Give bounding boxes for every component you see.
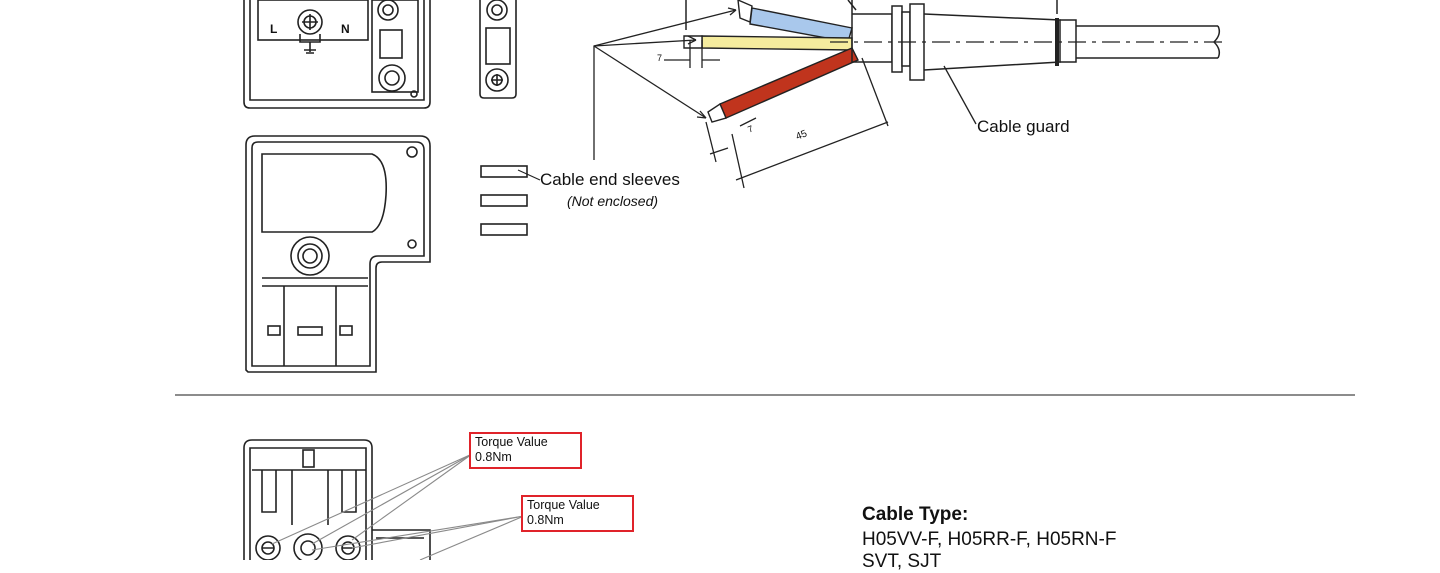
connector-terminal-view: [243, 0, 431, 109]
torque-title: Torque Value: [527, 498, 600, 512]
torque-value-box-1: Torque Value 0.8Nm: [469, 432, 582, 469]
terminal-label-live: L: [270, 22, 278, 36]
not-enclosed-note: (Not enclosed): [567, 193, 659, 209]
torque-value-box-2: Torque Value 0.8Nm: [521, 495, 634, 532]
cable-guard-label: Cable guard: [977, 117, 1070, 136]
terminal-label-neutral: N: [341, 22, 350, 36]
wire-red: [719, 47, 859, 119]
cable-end-sleeves: [480, 165, 541, 236]
dimension-strip-short-a: 7: [657, 53, 663, 63]
connector-torque-view: [243, 439, 431, 560]
torque-value: 0.8Nm: [475, 450, 512, 464]
torque-leader-lines: [271, 453, 525, 560]
connector-housing: [245, 135, 431, 373]
wire-yellow: [701, 35, 853, 51]
cable-type-title: Cable Type:: [862, 504, 969, 525]
diagram-drawing: [175, 0, 1355, 560]
cable-assembly: [683, 0, 1228, 123]
torque-value: 0.8Nm: [527, 513, 564, 527]
cable-end-sleeves-label: Cable end sleeves: [540, 170, 680, 189]
cable-type-line-2: SVT, SJT: [862, 551, 942, 572]
dimension-lines: [593, 7, 977, 189]
wiring-diagram: L N Cable end sleeves (Not enclosed) Cab…: [175, 0, 1355, 572]
cable-type-line-1: H05VV-F, H05RR-F, H05RN-F: [862, 529, 1117, 550]
torque-title: Torque Value: [475, 435, 548, 449]
connector-side-view: [479, 0, 517, 99]
